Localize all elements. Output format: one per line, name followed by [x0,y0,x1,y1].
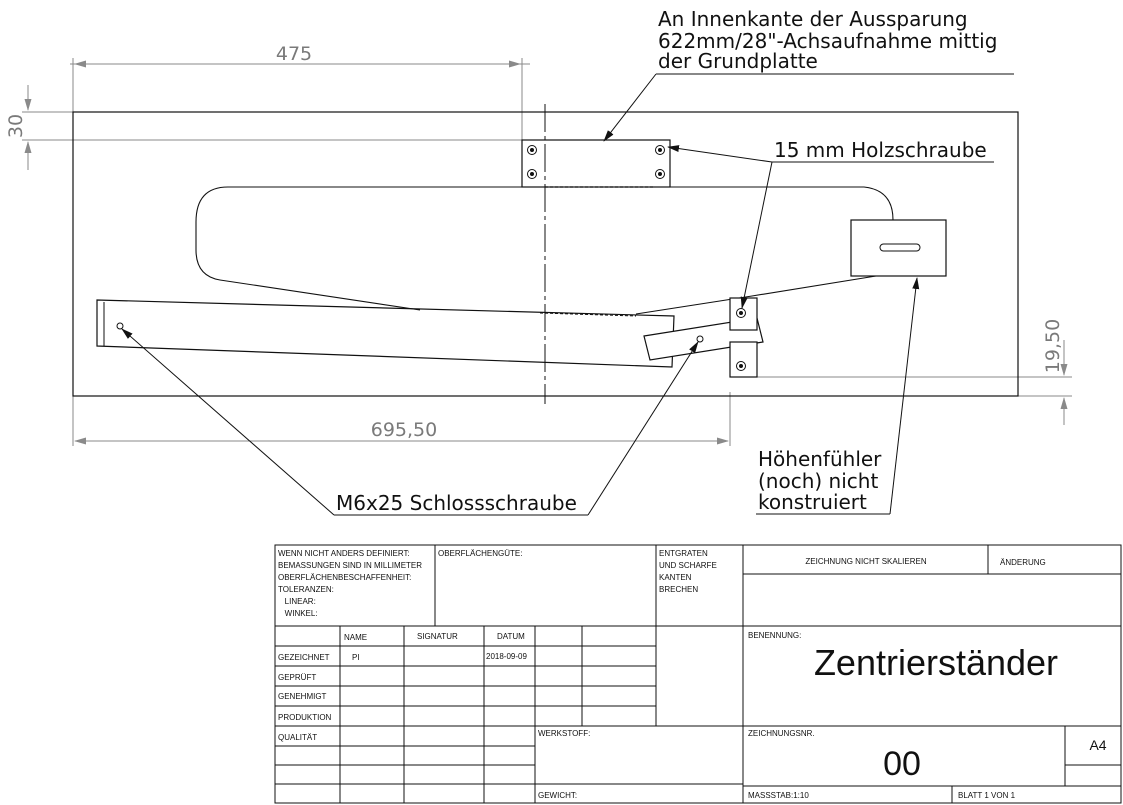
bolt-hole-left [116,322,124,330]
cutout-outline [195,186,894,311]
row-checked-label: GEPRÜFT [278,673,316,682]
screw-holes-axle-mount [527,145,665,179]
annotation-wood-screw: 15 mm Holzschraube [774,138,987,162]
row-quality-label: QUALITÄT [278,733,317,742]
annotation-bolt-leader [121,328,699,516]
title-block-defaults: WENN NICHT ANDERS DEFINIERT: BEMASSUNGEN… [278,549,422,618]
defaults-line-5: LINEAR: [278,597,316,606]
revision-label: ÄNDERUNG [1000,558,1046,567]
defaults-line-6: WINKEL: [278,609,318,618]
height-sensor [850,219,947,277]
annotation-carriage-bolt: M6x25 Schlossschraube [336,491,577,515]
dimension-width-bottom-label: 695,50 [371,419,437,441]
deburr-line-2: UND SCHARFE [659,561,717,570]
scale-label: MASSSTAB:1:10 [748,791,809,800]
cutout-outline-lower [635,275,877,315]
annotation-axle-line2: 622mm/28"-Achsaufnahme mittig [658,29,997,53]
sheet-format: A4 [1089,737,1106,753]
annotation-sensor-line1: Höhenfühler [758,447,882,471]
row-production-label: PRODUKTION [278,713,332,722]
deburr-note: ENTGRATEN UND SCHARFE KANTEN BRECHEN [659,549,717,594]
dimension-height-right-label: 19,50 [1042,319,1064,373]
defaults-line-2: BEMASSUNGEN SIND IN MILLIMETER [278,561,422,570]
drawing-no-label: ZEICHNUNGSNR. [748,729,815,738]
col-name-header: NAME [344,633,367,642]
annotation-axle-line1: An Innenkante der Aussparung [658,7,968,31]
col-signature-header: SIGNATUR [417,632,458,641]
annotation-sensor-line3: konstruiert [758,490,867,514]
row-drawn-date: 2018-09-09 [486,652,527,661]
material-label: WERKSTOFF: [538,729,590,738]
drawing-number: 00 [883,745,921,783]
deburr-line-1: ENTGRATEN [659,549,708,558]
defaults-line-3: OBERFLÄCHENBESCHAFFENHEIT: [278,573,411,582]
row-approved-label: GENEHMIGT [278,692,327,701]
row-drawn-label: GEZEICHNET [278,653,330,662]
lever-arm-hidden-edge [539,312,637,317]
col-date-header: DATUM [497,632,525,641]
weight-label: GEWICHT: [538,791,577,800]
defaults-line-4: TOLERANZEN: [278,585,334,594]
dimension-height-left-label: 30 [5,114,27,138]
bolt-hole-right [696,335,704,343]
height-sensor-slot [879,243,921,252]
lever-arm [96,299,675,368]
deburr-line-4: BRECHEN [659,585,698,594]
annotation-sensor-leader [756,277,920,515]
annotation-axle-line3: der Grundplatte [658,49,818,73]
drawing-title: Zentrierständer [814,642,1058,683]
dimension-width-top-label: 475 [276,43,312,65]
title-label: BENENNUNG: [748,631,801,640]
surface-quality-label: OBERFLÄCHENGÜTE: [438,549,522,558]
dimension-width-top [70,58,530,140]
annotation-wood-screw-leader [667,145,994,309]
dimension-height-left [22,85,522,170]
annotation-axle-leader [603,73,1014,142]
row-drawn-name: PI [352,653,360,662]
sheet-label: BLATT 1 VON 1 [958,791,1016,800]
do-not-scale-note: ZEICHNUNG NICHT SKALIEREN [805,557,926,566]
defaults-line-1: WENN NICHT ANDERS DEFINIERT: [278,549,410,558]
dimension-width-bottom [72,392,731,446]
title-block [274,544,1122,804]
dimension-height-right [757,340,1072,425]
axle-mount [521,139,671,188]
deburr-line-3: KANTEN [659,573,692,582]
annotation-sensor-line2: (noch) nicht [758,469,878,493]
